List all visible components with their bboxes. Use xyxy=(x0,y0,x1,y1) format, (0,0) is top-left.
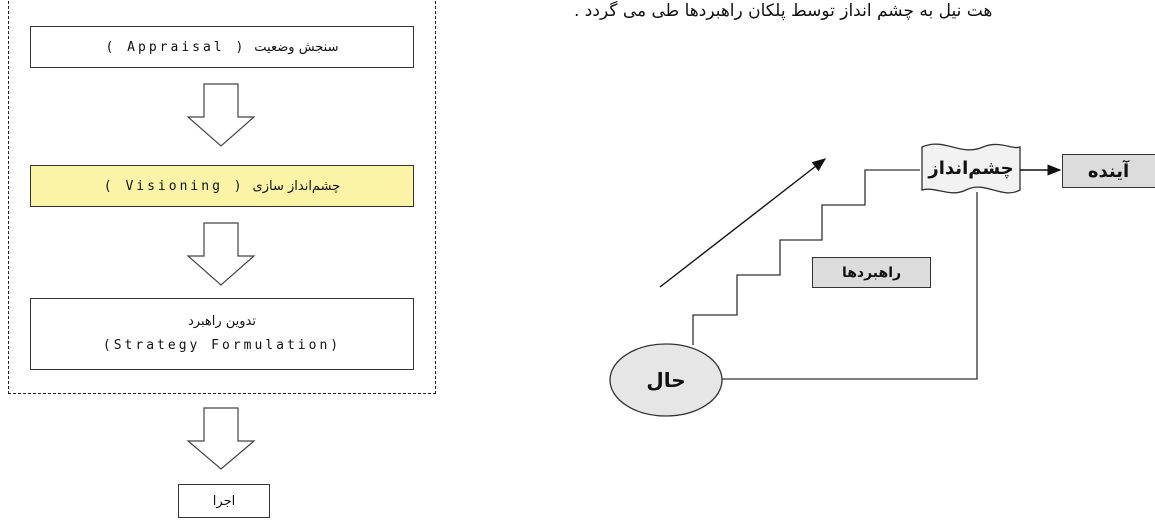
present-label: حال xyxy=(646,368,686,392)
appraisal-fa-label: سنجش وضعیت xyxy=(254,39,339,55)
execution-label: اجرا xyxy=(212,493,236,509)
visioning-en-label: ( Visioning ) xyxy=(103,178,245,194)
down-arrow-icon xyxy=(186,222,256,286)
feedback-line xyxy=(722,192,978,380)
execution-step-box: اجرا xyxy=(178,484,270,518)
strategy-formulation-step-box: تدوین راهبرد (Strategy Formulation) xyxy=(30,298,414,370)
strategies-label: راهبردها xyxy=(841,264,902,281)
appraisal-step-box: سنجش وضعیت ( Appraisal ) xyxy=(30,26,414,68)
strategy-formulation-fa-label: تدوین راهبرد xyxy=(188,314,256,329)
diagonal-arrow xyxy=(659,158,827,288)
future-label: آینده xyxy=(1087,160,1130,182)
visioning-fa-label: چشم‌انداز سازی xyxy=(252,178,341,194)
visioning-step-box: چشم‌انداز سازی ( Visioning ) xyxy=(30,165,414,207)
future-box xyxy=(1062,154,1155,188)
down-arrow-icon xyxy=(186,83,256,147)
vision-box xyxy=(921,143,1021,194)
appraisal-en-label: ( Appraisal ) xyxy=(105,39,247,55)
vision-label: چشم‌انداز xyxy=(928,157,1014,179)
strategies-box xyxy=(812,257,931,288)
present-ellipse xyxy=(609,343,723,417)
staircase xyxy=(692,169,920,345)
strategy-formulation-en-label: (Strategy Formulation) xyxy=(102,338,342,353)
top-caption-text: هت نیل به چشم انداز توسط پلکان راهبردها … xyxy=(574,1,993,21)
down-arrow-icon xyxy=(186,407,256,470)
process-frame xyxy=(8,0,436,394)
